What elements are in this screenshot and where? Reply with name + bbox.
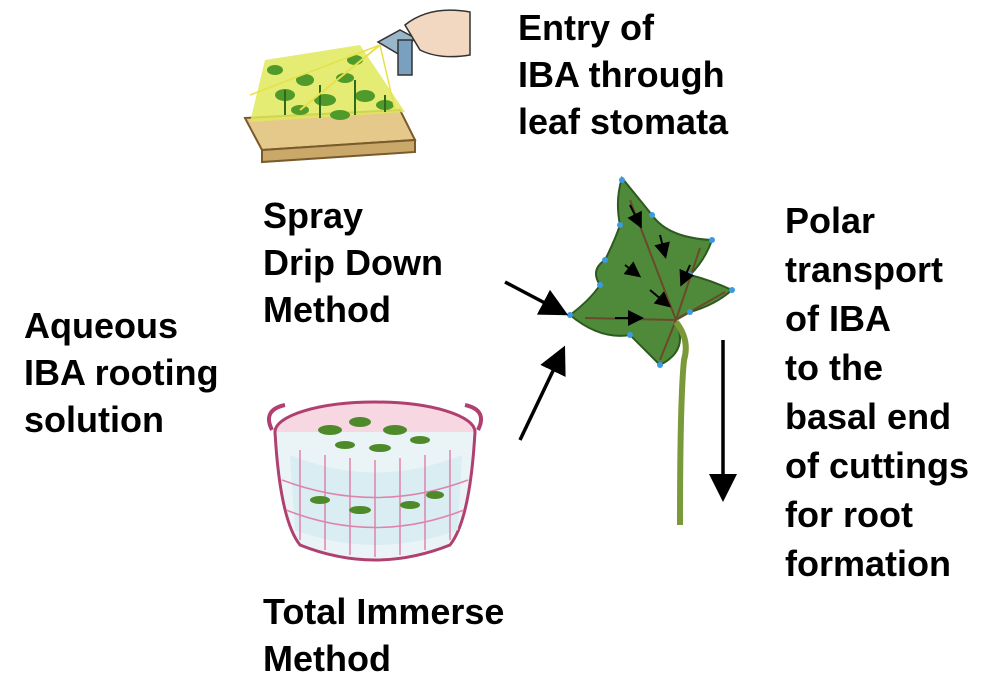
immersion-basket-illustration bbox=[269, 402, 481, 560]
spray-arrow bbox=[505, 282, 562, 312]
spray-tray-illustration bbox=[245, 10, 470, 162]
polar-transport-label: Polar transport of IBA to the basal end … bbox=[785, 196, 969, 588]
aqueous-solution-label: Aqueous IBA rooting solution bbox=[24, 302, 219, 443]
stomata-entry-label: Entry of IBA through leaf stomata bbox=[518, 4, 728, 145]
immerse-method-label: Total Immerse Method bbox=[263, 588, 504, 682]
immerse-arrow bbox=[520, 352, 562, 440]
ivy-leaf-illustration bbox=[567, 177, 735, 525]
spray-method-label: Spray Drip Down Method bbox=[263, 192, 443, 333]
